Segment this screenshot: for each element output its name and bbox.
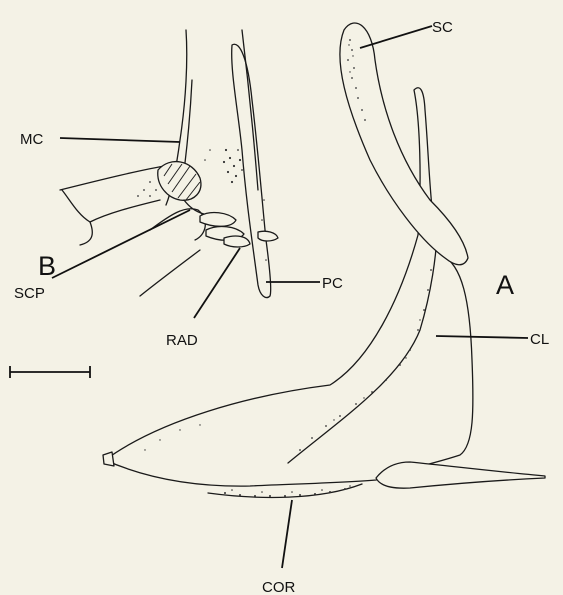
labels: SC MC PC CL SCP RAD COR A B [14,19,549,595]
panel-label-a: A [496,270,514,300]
label-scp: SCP [14,285,45,302]
girdle-curve [80,222,92,245]
supracleithrum-outline [340,23,468,265]
leader-cor [282,500,292,568]
postcleithrum-outline [232,44,271,297]
label-cl: CL [530,331,549,348]
cleithrum-outline [105,88,473,486]
label-cor: COR [262,579,296,595]
cleithrum-stipple [144,269,432,451]
leader-mc [60,138,180,142]
leader-sc [360,26,432,48]
radial-1 [200,213,236,227]
scapula-lower [140,250,200,296]
label-sc: SC [432,19,453,36]
scapula-outline [150,209,205,240]
cleithrum-inner-ridge [288,235,437,463]
coracoid-tip [103,452,114,466]
label-rad: RAD [166,332,198,349]
leader-cl [436,336,528,338]
scale-bar [10,366,90,378]
posterior-process [376,462,545,488]
panel-a-drawing [103,23,545,497]
label-pc: PC [322,275,343,292]
girdle-plate-lower [62,190,160,222]
girdle-plate [60,165,170,190]
label-mc: MC [20,131,43,148]
panel-label-b: B [38,251,56,281]
leader-scp [52,210,190,278]
leader-rad [194,248,240,318]
leader-lines [52,26,528,568]
radial-3 [224,236,250,247]
radial-4 [258,231,278,241]
coracoid-stipple [224,485,351,497]
